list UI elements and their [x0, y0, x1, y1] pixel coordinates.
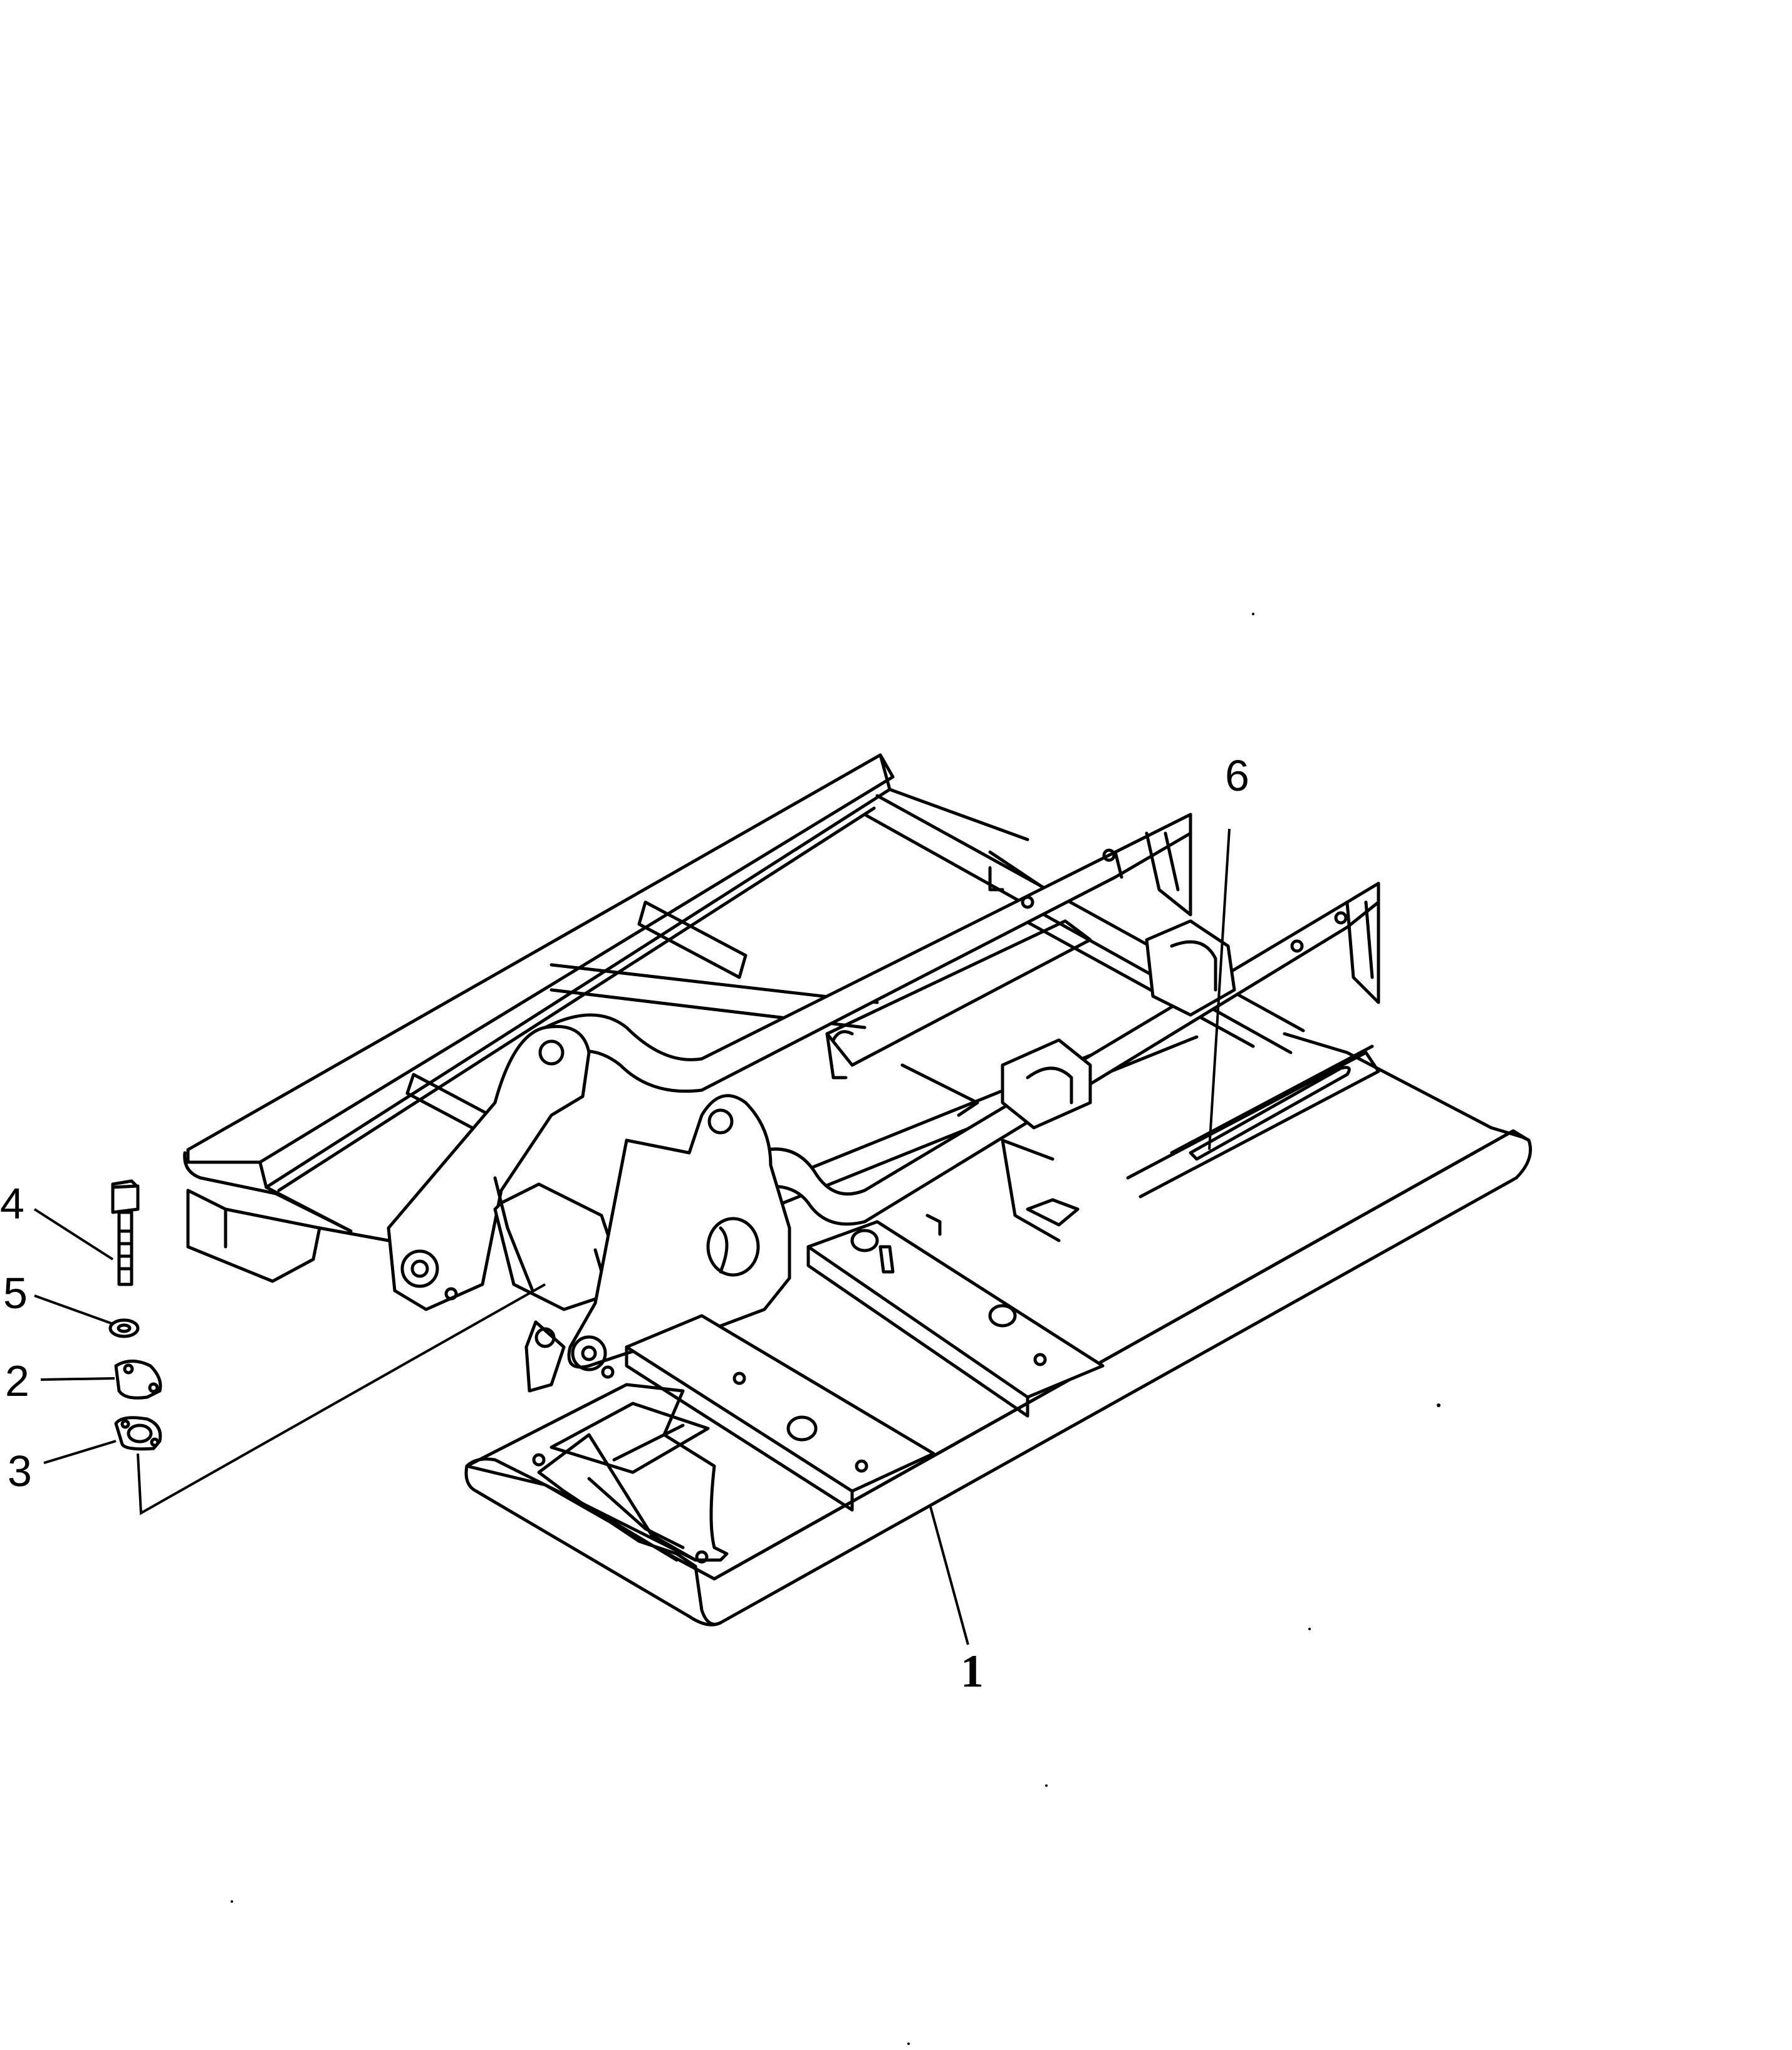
callout-labels: 4 5 2 3 6 1 [0, 751, 1249, 1697]
callout-1: 1 [961, 1646, 984, 1697]
right-base-rail [464, 1032, 1532, 1626]
left-base-rail [183, 753, 1029, 1283]
callout-2: 2 [5, 1356, 29, 1405]
hardware-gasket [114, 1416, 162, 1451]
boom-frame [543, 813, 1380, 1226]
scan-specks [231, 613, 1440, 2045]
callout-4: 4 [0, 1179, 24, 1228]
callout-5: 5 [3, 1269, 28, 1318]
hardware-washer [108, 1318, 140, 1338]
callout-6: 6 [1225, 751, 1249, 800]
callout-3: 3 [8, 1447, 32, 1496]
hardware-bolt [111, 1179, 140, 1286]
leader-lines [33, 828, 1231, 1645]
hardware-cover-plate [114, 1360, 162, 1400]
pivot-brackets [387, 1024, 791, 1393]
